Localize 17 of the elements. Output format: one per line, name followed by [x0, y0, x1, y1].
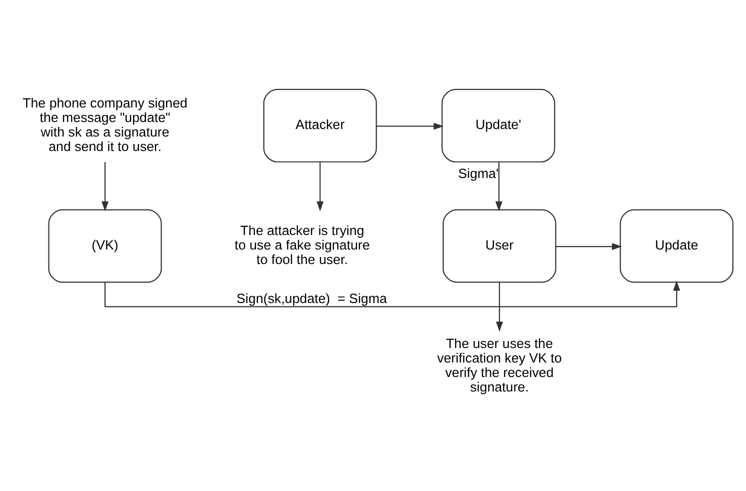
- arrow: [376, 122, 444, 130]
- node-box: Update: [620, 208, 734, 282]
- node-text: The user uses the verification key VK to verify the received signature.: [437, 336, 562, 394]
- node-text: The attacker is trying to use a fake signature to fool the user.: [234, 222, 370, 266]
- arrow: [556, 242, 622, 250]
- node-box: User: [442, 208, 556, 282]
- node-box: (VK): [48, 208, 162, 282]
- node-box: Update': [442, 88, 556, 162]
- arrow: [496, 282, 503, 332]
- node-text: The phone company signed the message "update" with sk as a signature and send it to user.: [22, 94, 188, 154]
- arrow: [495, 162, 502, 211]
- arrow: [316, 162, 324, 211]
- edge-label: Sign(sk,update) = Sigma: [236, 290, 387, 306]
- node-box: Attacker: [263, 88, 377, 162]
- edge-label: Sigma': [458, 166, 498, 181]
- arrow: [102, 162, 109, 211]
- arrow: [104, 280, 680, 307]
